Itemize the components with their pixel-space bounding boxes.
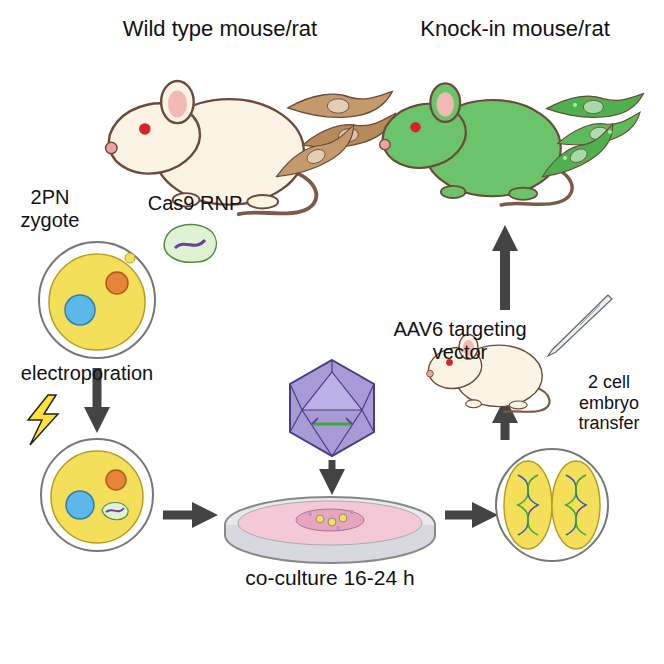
step-label: electroporation bbox=[2, 362, 172, 385]
panel-title: Knock-in mouse/rat bbox=[380, 16, 650, 41]
step-label: Cas9 RNP bbox=[140, 192, 250, 215]
step-label: 2PN zygote bbox=[8, 186, 92, 232]
step-label: 2 cell embryo transfer bbox=[558, 372, 660, 434]
step-label: co-culture 16-24 h bbox=[210, 566, 450, 590]
panel-title: Wild type mouse/rat bbox=[80, 16, 360, 41]
step-label: AAV6 targeting vector bbox=[380, 318, 540, 364]
